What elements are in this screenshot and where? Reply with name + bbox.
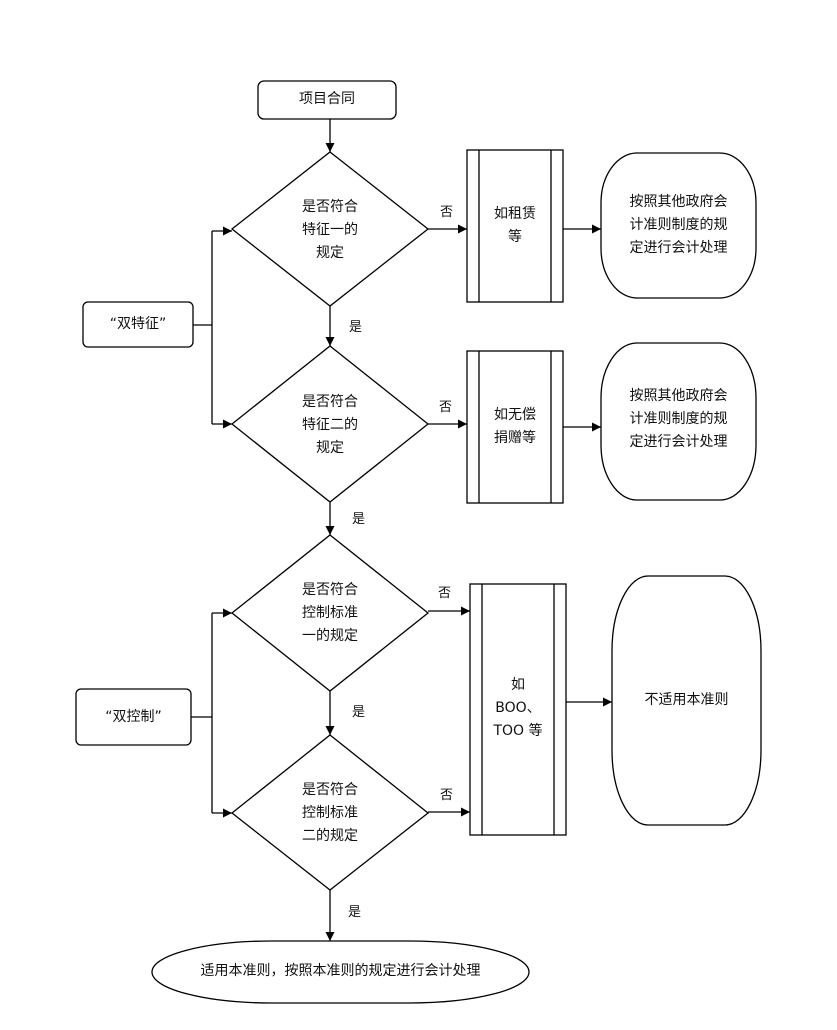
end-label: 适用本准则，按照本准则的规定进行会计处理 (200, 963, 481, 979)
donation-example-text: 如无偿 捐赠等 (479, 404, 551, 450)
donation-line2: 捐赠等 (494, 430, 536, 446)
feature2-line1: 是否符合 (302, 394, 358, 410)
other1-line2: 计准则制度的规 (629, 217, 728, 233)
lease-line1: 如租赁 (494, 206, 536, 222)
other2-line3: 定进行会计处理 (629, 434, 728, 450)
other2-line1: 按照其他政府会 (629, 388, 728, 404)
no-label-1: 否 (440, 205, 454, 220)
yes-label-4: 是 (348, 905, 362, 920)
lease-line2: 等 (508, 229, 522, 245)
control2-line1: 是否符合 (302, 782, 358, 798)
lease-example-box (466, 149, 564, 303)
boo-example-text: 如 BOO、 TOO 等 (482, 674, 554, 743)
yes-label-2: 是 (352, 512, 366, 527)
other-standards-text-2: 按照其他政府会 计准则制度的规 定进行会计处理 (601, 385, 756, 454)
other-standards-box-1 (600, 152, 757, 299)
dual-control-label: “双控制” (105, 709, 162, 725)
control1-line3: 一的规定 (302, 628, 358, 644)
yes-label-3: 是 (352, 705, 366, 720)
feature1-question: 是否符合 特征一的 规定 (270, 196, 390, 265)
boo-line1: 如 (511, 677, 525, 693)
no-label-2: 否 (439, 400, 453, 415)
feature2-line2: 特征二的 (302, 417, 358, 433)
feature1-line1: 是否符合 (302, 199, 358, 215)
end-node (151, 940, 530, 1004)
control2-line3: 二的规定 (302, 828, 358, 844)
no-label-4: 否 (440, 788, 454, 803)
start-label: 项目合同 (299, 91, 355, 107)
boo-example-box (469, 583, 567, 836)
control2-question: 是否符合 控制标准 二的规定 (270, 779, 390, 848)
boo-line2: BOO、 (495, 700, 541, 716)
not-applicable-text: 不适用本准则 (644, 692, 729, 708)
feature2-line3: 规定 (316, 440, 344, 456)
control1-line2: 控制标准 (302, 605, 358, 621)
lease-example-text: 如租赁 等 (479, 203, 551, 249)
feature1-line2: 特征一的 (302, 222, 358, 238)
other1-line1: 按照其他政府会 (629, 194, 728, 210)
feature1-line3: 规定 (316, 245, 344, 261)
not-applicable-box (611, 575, 762, 826)
dual-feature-label: “双特征” (109, 316, 167, 332)
feature2-question: 是否符合 特征二的 规定 (270, 391, 390, 460)
yes-label-1: 是 (349, 320, 363, 335)
no-label-3: 否 (438, 586, 452, 601)
start-node (257, 80, 397, 120)
control1-line1: 是否符合 (302, 582, 358, 598)
other1-line3: 定进行会计处理 (629, 240, 728, 256)
other2-line2: 计准则制度的规 (629, 411, 728, 427)
donation-line1: 如无偿 (494, 407, 536, 423)
control2-line2: 控制标准 (302, 805, 358, 821)
other-standards-box-2 (600, 342, 757, 501)
control1-question: 是否符合 控制标准 一的规定 (270, 579, 390, 648)
boo-line3: TOO 等 (493, 723, 543, 739)
other-standards-text-1: 按照其他政府会 计准则制度的规 定进行会计处理 (601, 191, 756, 260)
